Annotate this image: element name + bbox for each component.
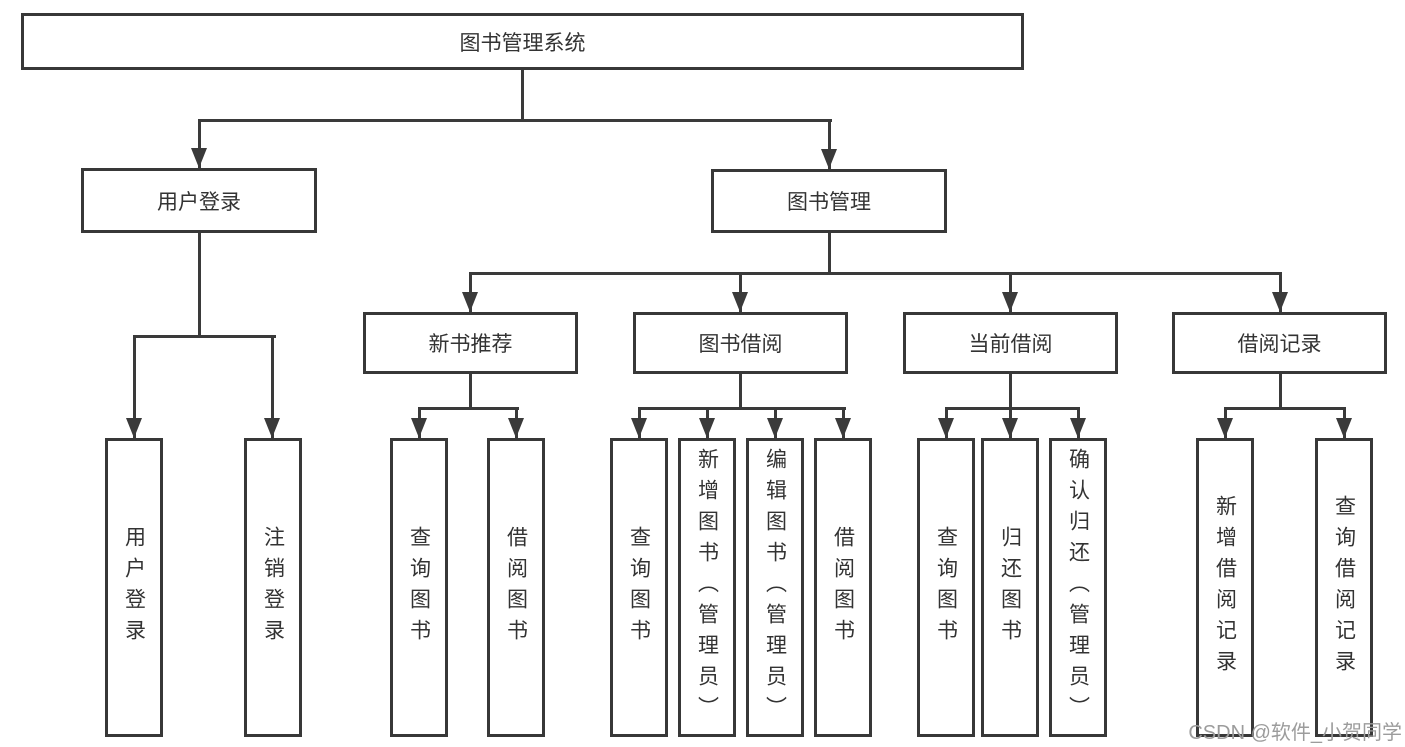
arrowhead-down-icon	[508, 418, 524, 438]
node-label: 新书推荐	[428, 333, 513, 356]
arrowhead-down-icon	[1336, 418, 1352, 438]
arrowhead-down-icon	[835, 418, 851, 438]
leaf-user-login: 用户登录	[105, 438, 163, 737]
connector-current-borrow-stem	[1009, 374, 1012, 410]
leaf-newbook-borrow-books: 借阅图书	[487, 438, 545, 737]
leaf-label: 查询图书	[407, 525, 431, 650]
csdn-watermark: CSDN @软件_小贺同学	[1188, 722, 1402, 744]
arrowhead-down-icon	[699, 418, 715, 438]
arrowhead-down-icon	[1002, 292, 1018, 312]
leaf-records-add-record: 新增借阅记录	[1196, 438, 1254, 737]
leaf-newbook-query-books: 查询图书	[390, 438, 448, 737]
node-label: 用户登录	[157, 190, 241, 214]
connector-user-login-stem	[198, 233, 201, 338]
leaf-label: 查询图书	[627, 525, 651, 650]
connector-borrow-records-stem	[1279, 374, 1282, 410]
leaf-borrow-edit-books-admin: 编辑图书（管理员）	[746, 438, 804, 737]
arrowhead-down-icon	[767, 418, 783, 438]
leaf-label: 归还图书	[998, 525, 1022, 650]
arrowhead-down-icon	[1272, 292, 1288, 312]
leaf-borrow-query-books: 查询图书	[610, 438, 668, 737]
arrowhead-down-icon	[821, 149, 837, 169]
connector-book-borrow-stem	[739, 374, 742, 410]
leaf-label: 新增借阅记录	[1213, 494, 1237, 681]
connector-root-stem	[521, 70, 524, 119]
node-user-login: 用户登录	[81, 168, 317, 233]
node-book-management: 图书管理	[711, 169, 947, 233]
arrowhead-down-icon	[264, 418, 280, 438]
connector-drop-leaf	[271, 335, 274, 438]
connector-new-book-stem	[469, 374, 472, 410]
arrowhead-down-icon	[462, 292, 478, 312]
leaf-current-return-books: 归还图书	[981, 438, 1039, 737]
connector-drop-leaf	[133, 335, 136, 438]
node-current-borrowing: 当前借阅	[903, 312, 1118, 374]
arrowhead-down-icon	[411, 418, 427, 438]
arrowhead-down-icon	[1002, 418, 1018, 438]
arrowhead-down-icon	[938, 418, 954, 438]
leaf-current-query-books: 查询图书	[917, 438, 975, 737]
connector-book-mgmt-stem	[828, 233, 831, 275]
connector-drop-book-mgmt	[828, 119, 831, 169]
node-borrow-records: 借阅记录	[1172, 312, 1387, 374]
leaf-label: 查询借阅记录	[1332, 494, 1356, 681]
connector-drop-user-login	[198, 119, 201, 168]
arrowhead-down-icon	[1217, 418, 1233, 438]
leaf-label: 借阅图书	[504, 525, 528, 650]
arrowhead-down-icon	[191, 148, 207, 168]
connector-user-login-bar	[133, 335, 276, 338]
arrowhead-down-icon	[732, 292, 748, 312]
leaf-label: 新增图书（管理员）	[695, 448, 719, 727]
node-book-borrowing: 图书借阅	[633, 312, 848, 374]
leaf-logout: 注销登录	[244, 438, 302, 737]
node-label: 图书借阅	[698, 333, 783, 356]
connector-new-book-bar	[418, 407, 519, 410]
node-label: 借阅记录	[1237, 333, 1322, 356]
leaf-label: 用户登录	[122, 525, 146, 650]
connector-book-borrow-bar	[638, 407, 846, 410]
leaf-label: 注销登录	[261, 525, 285, 650]
connector-borrow-records-bar	[1224, 407, 1346, 410]
connector-book-mgmt-bar	[469, 272, 1282, 275]
node-label: 图书管理系统	[459, 31, 586, 55]
connector-root-bar	[198, 119, 832, 122]
node-label: 当前借阅	[968, 333, 1053, 356]
leaf-borrow-add-books-admin: 新增图书（管理员）	[678, 438, 736, 737]
node-root-system: 图书管理系统	[21, 13, 1024, 70]
leaf-label: 借阅图书	[831, 525, 855, 650]
arrowhead-down-icon	[1070, 418, 1086, 438]
leaf-records-query-record: 查询借阅记录	[1315, 438, 1373, 737]
arrowhead-down-icon	[631, 418, 647, 438]
node-new-book-recommend: 新书推荐	[363, 312, 578, 374]
leaf-label: 编辑图书（管理员）	[763, 448, 787, 727]
leaf-current-confirm-return-admin: 确认归还（管理员）	[1049, 438, 1107, 737]
arrowhead-down-icon	[126, 418, 142, 438]
leaf-borrow-borrow-books: 借阅图书	[814, 438, 872, 737]
connector-current-borrow-bar	[945, 407, 1080, 410]
node-label: 图书管理	[787, 191, 871, 214]
leaf-label: 确认归还（管理员）	[1066, 448, 1090, 727]
leaf-label: 查询图书	[934, 525, 958, 650]
